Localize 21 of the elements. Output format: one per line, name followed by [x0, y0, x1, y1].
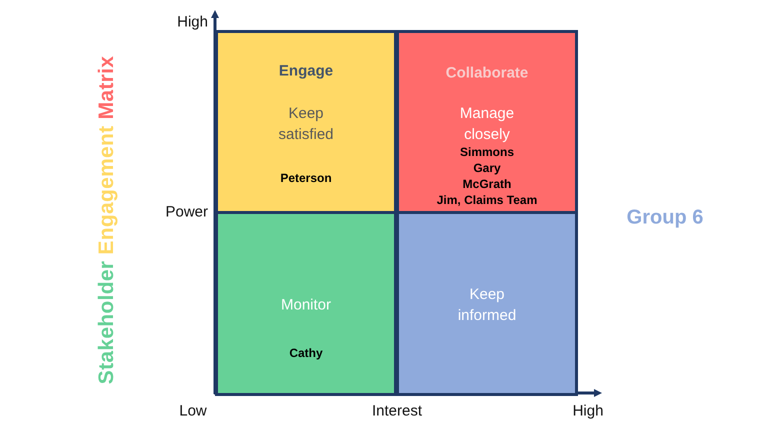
group-label: Group 6	[626, 206, 704, 230]
axis-label: Low	[179, 402, 207, 420]
axis-label: Power	[165, 204, 208, 220]
stakeholder-name: Gary	[473, 161, 501, 175]
axis-label: High	[572, 402, 604, 420]
axis-label: High	[177, 14, 208, 30]
strategy-text: Manage closely	[458, 104, 516, 145]
quadrant-heading: Collaborate	[446, 64, 528, 82]
strategy-text: Keep informed	[456, 285, 518, 326]
stakeholder-name: Cathy	[289, 346, 323, 360]
axis-label: Interest	[372, 402, 422, 420]
strategy-text: Monitor	[280, 296, 332, 316]
quadrant-box	[215, 211, 397, 396]
matrix-title: Stakeholder Engagement Matrix	[95, 56, 119, 384]
strategy-text: Keep satisfied	[277, 104, 335, 145]
quadrant-heading: Engage	[278, 62, 334, 80]
quadrant-box	[396, 211, 578, 396]
stakeholder-name: Simmons	[460, 145, 514, 159]
stakeholder-name: Jim, Claims Team	[436, 193, 538, 207]
stakeholder-name: Peterson	[280, 171, 332, 185]
stakeholder-name: McGrath	[462, 177, 512, 191]
